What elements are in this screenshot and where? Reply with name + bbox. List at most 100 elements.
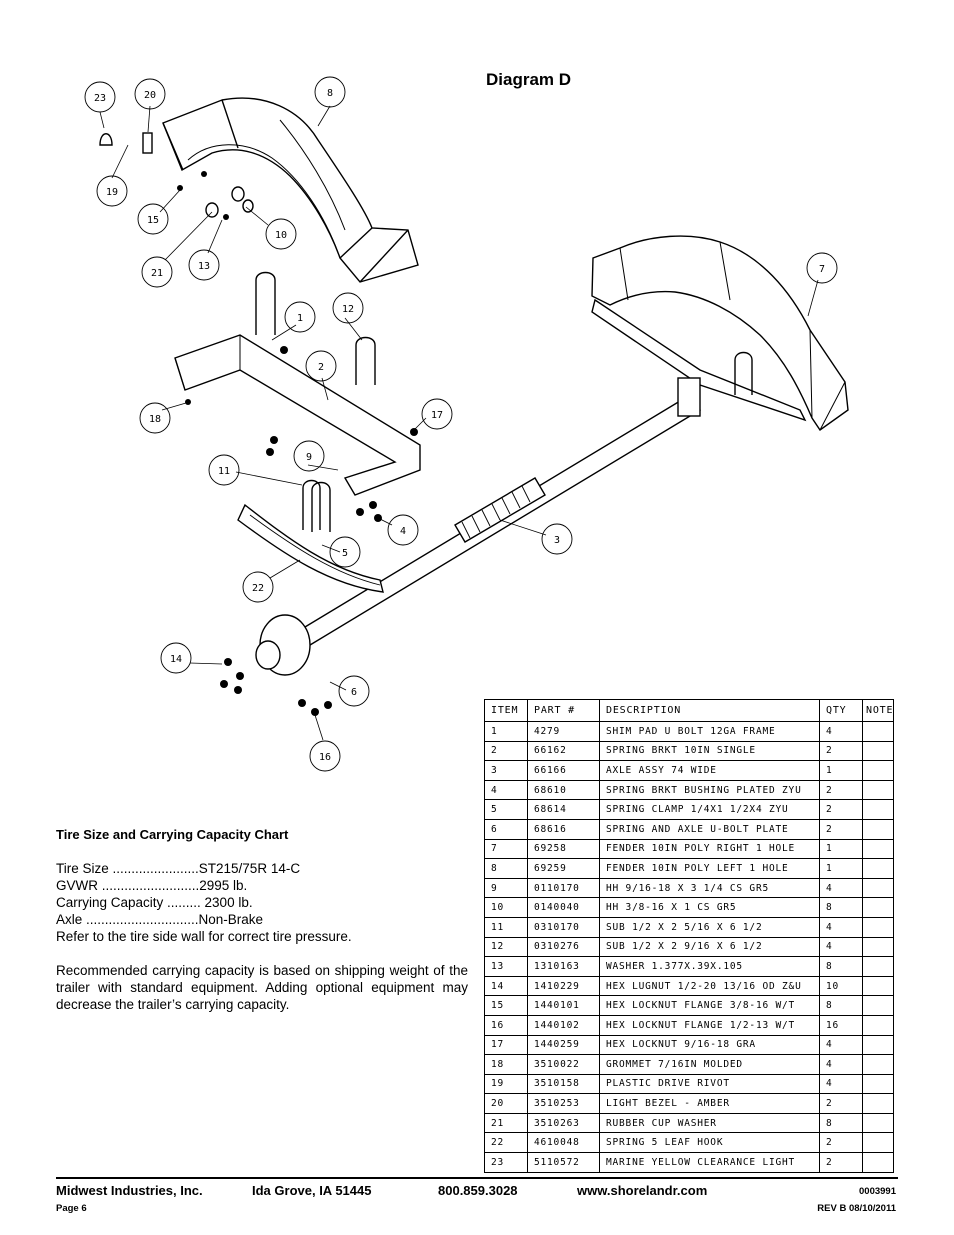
balloon-1: 1 — [297, 313, 303, 324]
note-cell — [861, 956, 895, 977]
part-number-cell: 5110572 — [527, 1152, 600, 1173]
description-cell: PLASTIC DRIVE RIVOT — [599, 1073, 820, 1095]
part-number-cell: 0310276 — [527, 936, 600, 958]
item-cell: 13 — [484, 956, 528, 977]
qty-cell: 4 — [819, 1054, 863, 1075]
footer-page-number: Page 6 — [56, 1203, 87, 1214]
qty-cell: 2 — [819, 818, 863, 840]
note-cell — [861, 1152, 895, 1173]
capacity-row-carrying-capacity: Carrying Capacity ......... 2300 lb. — [56, 895, 253, 910]
part-number-cell: 66166 — [527, 760, 600, 781]
description-cell: SHIM PAD U BOLT 12GA FRAME — [599, 721, 820, 742]
leader-lines — [99, 105, 819, 741]
u-bolts-drawing — [255, 271, 753, 532]
part-number-cell: 68614 — [527, 799, 600, 820]
footer-divider — [56, 1177, 898, 1179]
balloon-9: 9 — [306, 452, 312, 463]
description-cell: HEX LUGNUT 1/2-20 13/16 OD Z&U — [599, 975, 820, 997]
item-cell: 16 — [484, 1014, 528, 1036]
description-cell: WASHER 1.377X.39X.105 — [599, 956, 820, 977]
part-number-cell: 0110170 — [527, 877, 600, 899]
note-cell — [861, 779, 895, 801]
footer-revision: REV B 08/10/2011 — [817, 1203, 896, 1214]
note-cell — [861, 838, 895, 860]
qty-cell: 1 — [819, 760, 863, 781]
qty-cell: 2 — [819, 799, 863, 820]
capacity-row-axle: Axle ..............................Non-B… — [56, 912, 264, 927]
note-cell — [861, 897, 895, 918]
qty-cell: 4 — [819, 877, 863, 899]
item-cell: 18 — [484, 1054, 528, 1075]
balloon-14: 14 — [170, 654, 182, 665]
part-number-cell: 4279 — [527, 721, 600, 742]
description-cell: AXLE ASSY 74 WIDE — [599, 760, 820, 781]
part-number-cell: 3510158 — [527, 1073, 600, 1095]
capacity-paragraph: Recommended carrying capacity is based o… — [56, 963, 468, 1012]
balloon-15: 15 — [147, 215, 159, 226]
exploded-parts-diagram: 23 20 8 19 15 10 21 13 1 12 2 18 17 9 11… — [84, 76, 849, 772]
balloon-8: 8 — [327, 88, 333, 99]
diagram-title: Diagram D — [486, 70, 572, 89]
part-number-cell: 3510263 — [527, 1112, 600, 1134]
note-cell — [861, 1014, 895, 1036]
qty-cell: 1 — [819, 858, 863, 879]
table-header-row: ITEM PART # DESCRIPTION QTY NOTE — [484, 699, 895, 722]
item-cell: 12 — [484, 936, 528, 958]
spring-bracket-frame-drawing — [174, 334, 421, 496]
qty-cell: 4 — [819, 1073, 863, 1095]
item-cell: 14 — [484, 975, 528, 997]
description-cell: GROMMET 7/16IN MOLDED — [599, 1054, 820, 1075]
lights-drawing — [99, 132, 254, 218]
footer-company: Midwest Industries, Inc. — [56, 1183, 203, 1198]
description-cell: SUB 1/2 X 2 9/16 X 6 1/2 — [599, 936, 820, 958]
footer-website[interactable]: www.shorelandr.com — [577, 1183, 708, 1198]
item-cell: 19 — [484, 1073, 528, 1095]
description-cell: SPRING BRKT 10IN SINGLE — [599, 740, 820, 762]
item-cell: 20 — [484, 1093, 528, 1114]
left-fender-drawing — [162, 97, 419, 283]
qty-cell: 2 — [819, 740, 863, 762]
description-cell: HEX LOCKNUT FLANGE 1/2-13 W/T — [599, 1014, 820, 1036]
part-number-cell: 3510253 — [527, 1093, 600, 1114]
header-qty: QTY — [819, 699, 863, 722]
description-cell: RUBBER CUP WASHER — [599, 1112, 820, 1134]
item-cell: 22 — [484, 1132, 528, 1154]
qty-cell: 2 — [819, 779, 863, 801]
balloon-6: 6 — [351, 687, 357, 698]
note-cell — [861, 975, 895, 997]
capacity-row-gvwr: GVWR ..........................2995 lb. — [56, 878, 248, 893]
description-cell: MARINE YELLOW CLEARANCE LIGHT — [599, 1152, 820, 1173]
description-cell: LIGHT BEZEL - AMBER — [599, 1093, 820, 1114]
footer-phone: 800.859.3028 — [438, 1183, 518, 1198]
description-cell: HEX LOCKNUT FLANGE 3/8-16 W/T — [599, 995, 820, 1016]
description-cell: SUB 1/2 X 2 5/16 X 6 1/2 — [599, 916, 820, 938]
description-cell: SPRING 5 LEAF HOOK — [599, 1132, 820, 1154]
qty-cell: 8 — [819, 995, 863, 1016]
part-number-cell: 69259 — [527, 858, 600, 879]
qty-cell: 4 — [819, 1034, 863, 1056]
part-number-cell: 1410229 — [527, 975, 600, 997]
note-cell — [861, 1054, 895, 1075]
item-balloons: 23 20 8 19 15 10 21 13 1 12 2 18 17 9 11… — [84, 76, 838, 772]
item-cell: 15 — [484, 995, 528, 1016]
note-cell — [861, 1034, 895, 1056]
hub-drawing — [255, 614, 311, 676]
qty-cell: 10 — [819, 975, 863, 997]
balloon-5: 5 — [342, 548, 348, 559]
balloon-4: 4 — [400, 526, 406, 537]
